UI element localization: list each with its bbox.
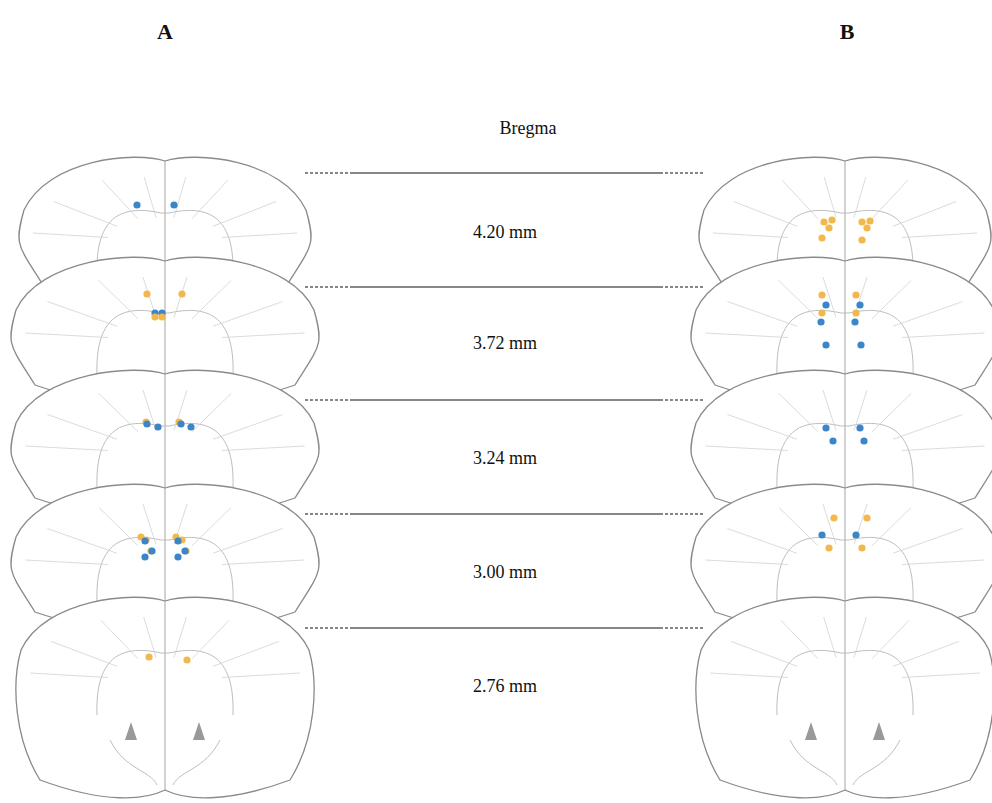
placement-dot xyxy=(852,531,859,538)
placement-dot xyxy=(817,318,824,325)
placement-dot xyxy=(151,313,158,320)
placement-dot xyxy=(133,201,140,208)
placement-dot xyxy=(148,547,155,554)
placement-dot xyxy=(143,290,150,297)
bregma-level: 3.72 mm xyxy=(473,334,537,352)
placement-dot xyxy=(141,537,148,544)
placement-dot xyxy=(822,424,829,431)
placement-dot xyxy=(170,201,177,208)
placement-dot xyxy=(177,420,184,427)
placement-dot xyxy=(182,547,189,554)
placement-dot xyxy=(830,514,837,521)
placement-dot xyxy=(822,341,829,348)
placement-dot xyxy=(825,544,832,551)
placement-dot xyxy=(142,536,149,543)
placement-dot xyxy=(856,424,863,431)
placement-dot xyxy=(181,547,188,554)
placement-dot xyxy=(187,423,194,430)
bregma-level: 4.20 mm xyxy=(473,223,537,241)
placement-dot xyxy=(829,437,836,444)
placement-dot xyxy=(141,553,148,560)
placement-dot xyxy=(145,653,152,660)
placement-dot xyxy=(174,553,181,560)
coronal-section xyxy=(16,597,314,798)
bregma-level: 2.76 mm xyxy=(473,677,537,695)
placement-dot xyxy=(158,313,165,320)
placement-dot xyxy=(858,218,865,225)
bregma-level: 3.00 mm xyxy=(473,563,537,581)
panel-letter: B xyxy=(840,21,855,43)
placement-dot xyxy=(851,318,858,325)
placement-dot xyxy=(858,236,865,243)
placement-dot xyxy=(852,309,859,316)
panel-letter: A xyxy=(157,21,173,43)
placement-dot xyxy=(858,544,865,551)
placement-dot xyxy=(818,234,825,241)
placement-dot xyxy=(818,531,825,538)
placement-dot xyxy=(857,341,864,348)
placement-dot xyxy=(143,420,150,427)
placement-dot xyxy=(147,547,154,554)
coronal-section xyxy=(696,597,992,798)
bregma-level: 3.24 mm xyxy=(473,449,537,467)
bregma-level: Bregma xyxy=(500,119,557,137)
placement-dot xyxy=(828,216,835,223)
placement-dot xyxy=(820,218,827,225)
placement-dot xyxy=(822,301,829,308)
placement-dot xyxy=(154,423,161,430)
placement-dot xyxy=(852,291,859,298)
placement-dot xyxy=(863,224,870,231)
placement-dot xyxy=(856,301,863,308)
placement-dot xyxy=(863,514,870,521)
placement-dot xyxy=(860,437,867,444)
placement-dot xyxy=(825,224,832,231)
placement-dot xyxy=(818,309,825,316)
level-lines xyxy=(305,173,705,628)
placement-dot xyxy=(183,656,190,663)
placement-dot xyxy=(866,217,873,224)
placement-dot xyxy=(818,291,825,298)
placement-dot xyxy=(178,290,185,297)
placement-dot xyxy=(174,537,181,544)
